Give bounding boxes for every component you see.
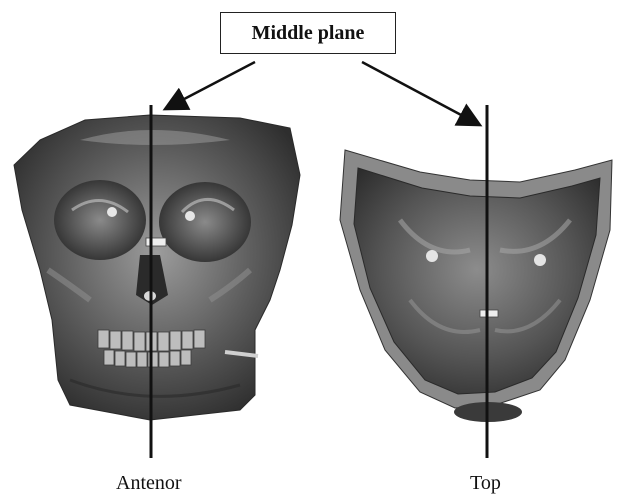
top-skull [340,150,612,422]
caption-top: Top [470,472,501,495]
middle-plane-label: Middle plane [220,12,396,54]
caption-anterior: Antenor [116,472,182,495]
arrow-left [167,62,255,108]
arrow-right [362,62,478,124]
anterior-skull [14,115,300,420]
